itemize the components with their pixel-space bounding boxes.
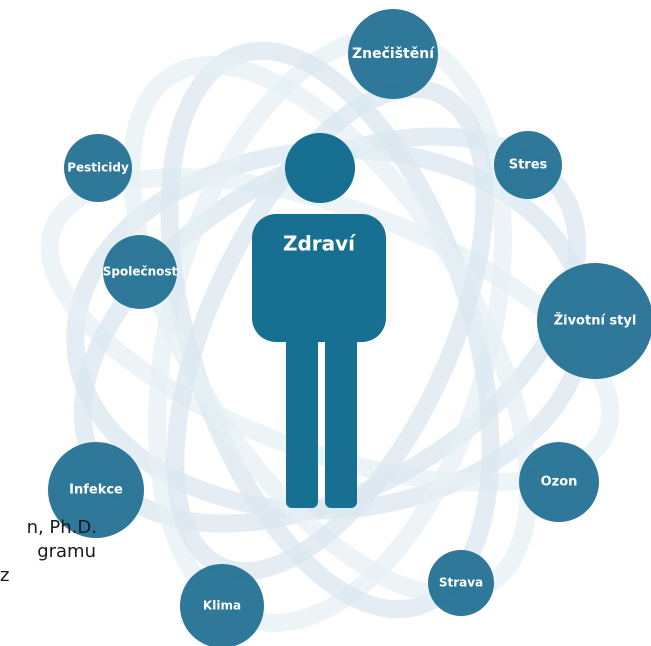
svg-text:Společnost: Společnost [103, 265, 178, 279]
svg-text:Ozon: Ozon [541, 475, 578, 490]
factor-zivotni-styl: Životní styl [537, 263, 651, 379]
svg-text:Klima: Klima [203, 599, 241, 613]
svg-text:Pesticidy: Pesticidy [67, 161, 129, 175]
figure-left-leg [286, 332, 318, 508]
factor-spolecnost: Společnost [103, 235, 178, 309]
side-text-line-1: n, Ph.D. [26, 517, 97, 538]
factor-strava: Strava [428, 550, 494, 616]
figure-body [252, 214, 386, 342]
factor-infekce: Infekce [48, 442, 144, 538]
center-title: Zdraví [283, 232, 356, 256]
side-text-line-3: z [0, 565, 10, 586]
side-text-line-2: gramu [37, 541, 96, 562]
factor-nodes: Znečištění Stres Pesticidy Společnost Ži… [48, 9, 651, 646]
figure-right-leg [325, 332, 357, 508]
factor-ozon: Ozon [519, 442, 599, 522]
factor-znecisteni: Znečištění [348, 9, 438, 99]
factor-pesticidy: Pesticidy [64, 134, 132, 202]
svg-text:Znečištění: Znečištění [352, 46, 435, 62]
person-figure: Zdraví [252, 133, 386, 508]
factor-stres: Stres [494, 131, 562, 199]
svg-text:Stres: Stres [509, 158, 548, 173]
factor-klima: Klima [180, 564, 264, 646]
svg-text:Infekce: Infekce [69, 483, 123, 498]
svg-text:Životní styl: Životní styl [554, 313, 637, 329]
figure-head [285, 133, 355, 203]
svg-text:Strava: Strava [439, 576, 483, 590]
